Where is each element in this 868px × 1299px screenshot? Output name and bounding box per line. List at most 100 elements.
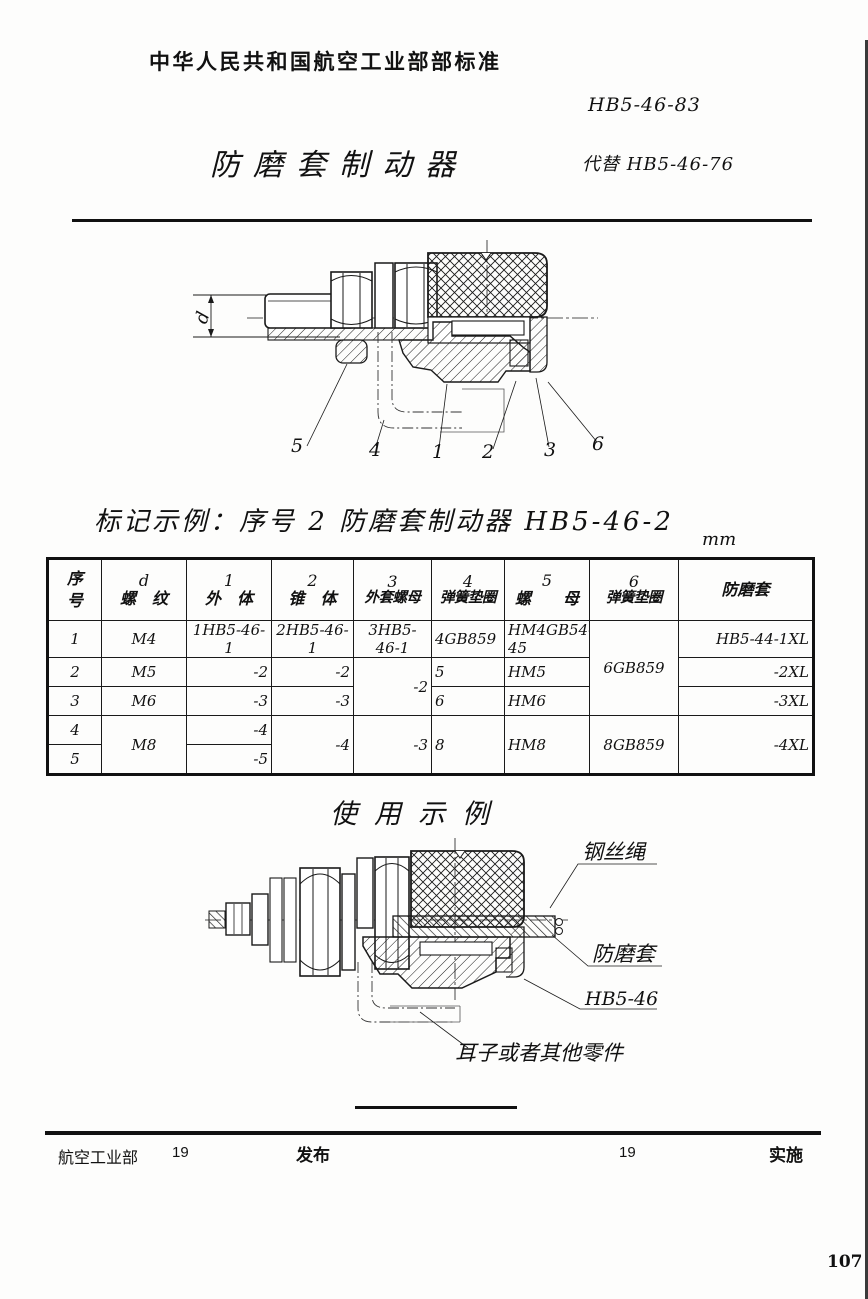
standard-label: HB5-46 — [584, 988, 658, 1010]
phantom-lug-outline — [357, 962, 455, 1023]
callout-5: 5 — [291, 435, 303, 457]
table-cell: HM4GB54-45 — [504, 620, 590, 658]
org-title: 中华人民共和国航空工业部部标准 — [149, 51, 502, 74]
doc-title: 防磨套制动器 — [210, 148, 468, 183]
usage-title: 使用示例 — [330, 799, 506, 830]
footer-impl-year: 19 — [619, 1144, 636, 1161]
table-cell: 4GB859 — [431, 620, 505, 658]
bracket-plate-1 — [269, 877, 283, 963]
rope-left-end — [208, 910, 226, 929]
separator-rule — [355, 1106, 517, 1109]
cap-right-wall — [529, 316, 548, 373]
table-cell: 5 — [431, 657, 505, 687]
table-cell: HM5 — [504, 657, 590, 687]
table-cell: HM6 — [504, 686, 590, 716]
table-cell: 3 — [47, 686, 102, 716]
callout-leader-lines — [306, 363, 598, 450]
footer-publish-label: 发布 — [296, 1146, 330, 1165]
figure-brake-section: 5 4 1 2 3 6 d — [191, 240, 604, 463]
table-cell: HM8 — [504, 715, 590, 775]
table-cell: 5 — [47, 744, 102, 775]
table-cell: -5 — [186, 744, 272, 775]
cap-right-wall — [506, 926, 525, 978]
table-header-cell: 防磨套 — [678, 558, 814, 621]
washer-tab — [356, 857, 374, 929]
table-cell: -4 — [186, 715, 272, 745]
header-rule — [72, 219, 812, 222]
table-row: 1 M4 1HB5-46-1 2HB5-46-1 3HB5-46-1 4GB85… — [47, 620, 814, 716]
table-cell: -2 — [186, 657, 272, 687]
footer-implement-label: 实施 — [769, 1146, 803, 1165]
phantom-lug-outline — [377, 332, 462, 429]
footer-rule — [45, 1131, 821, 1135]
callout-4: 4 — [368, 439, 381, 461]
replaces-note: 代替 HB5-46-76 — [582, 154, 735, 175]
callout-6: 6 — [592, 433, 604, 455]
table-cell: 1 — [47, 620, 102, 658]
lug-bar-outline — [390, 1005, 461, 1023]
marking-example: 标记示例：序号 2 防磨套制动器 HB5-46-2 — [94, 507, 674, 537]
table-cell: M6 — [101, 686, 187, 716]
table-cell: M5 — [101, 657, 187, 687]
page-number: 107 — [827, 1252, 863, 1272]
figure-usage-example: 钢丝绳 防磨套 HB5-46 耳子或者其他零件 — [205, 838, 662, 1065]
callout-1: 1 — [432, 441, 444, 463]
lug-label: 耳子或者其他零件 — [455, 1041, 625, 1065]
sleeve-label: 防磨套 — [592, 942, 658, 966]
table-header-cell: 序号 — [47, 558, 102, 621]
flange-washer — [251, 893, 269, 946]
table-cell: 4 — [47, 715, 102, 745]
table-cell: 8 — [431, 715, 505, 775]
table-row: 5 -5 — [47, 744, 814, 775]
table-row: 2 M5 -2 -2 -2 5 HM5 -2XL — [47, 657, 814, 716]
table-cell: 3HB5-46-1 — [353, 620, 432, 658]
callout-3: 3 — [544, 439, 556, 461]
table-cell: M8 — [101, 715, 187, 775]
table-cell: -3 — [186, 686, 272, 716]
table-cell: -2 — [353, 657, 432, 716]
washer — [341, 873, 356, 971]
table-cell: HB5-44-1XL — [678, 620, 814, 658]
hex-nut-1 — [330, 271, 373, 364]
table-row: 3 M6 -3 -3 6 HM6 -3XL — [47, 686, 814, 716]
table-cell: 8GB859 — [589, 715, 679, 775]
table-cell: -3 — [353, 715, 432, 775]
wire-rope-label: 钢丝绳 — [582, 840, 647, 864]
knurled-cap — [427, 252, 548, 318]
table-cell: -3XL — [678, 686, 814, 716]
callout-2: 2 — [481, 441, 494, 463]
cone-slot — [451, 320, 525, 336]
table-cell: 1HB5-46-1 — [186, 620, 272, 658]
wire-rope-section — [392, 915, 556, 938]
hex-nut-1 — [299, 867, 341, 977]
table-cell: 2HB5-46-1 — [271, 620, 354, 658]
label-leader-lines — [419, 863, 662, 1049]
table-cell: 2 — [47, 657, 102, 687]
washer-tab — [374, 262, 394, 329]
table-cell: -3 — [271, 686, 354, 716]
attached-part-outline — [440, 388, 505, 433]
table-cell: -2 — [271, 657, 354, 687]
threaded-stub — [225, 902, 251, 936]
scan-edge-artifact — [865, 40, 868, 1299]
table-cell: -4 — [271, 715, 354, 775]
table-cell: -2XL — [678, 657, 814, 687]
cone-slot — [419, 941, 493, 956]
footer-issue-year: 19 — [172, 1144, 189, 1161]
footer-issuer: 航空工业部 — [58, 1150, 139, 1167]
unit-label: mm — [702, 529, 737, 550]
table-cell: M4 — [101, 620, 187, 658]
table-cell: 6 — [431, 686, 505, 716]
bracket-plate-2 — [283, 877, 297, 963]
table-row: 4 M8 -4 -4 -3 8 HM8 8GB859 -4XL — [47, 715, 814, 775]
standard-number: HB5-46-83 — [588, 94, 701, 116]
